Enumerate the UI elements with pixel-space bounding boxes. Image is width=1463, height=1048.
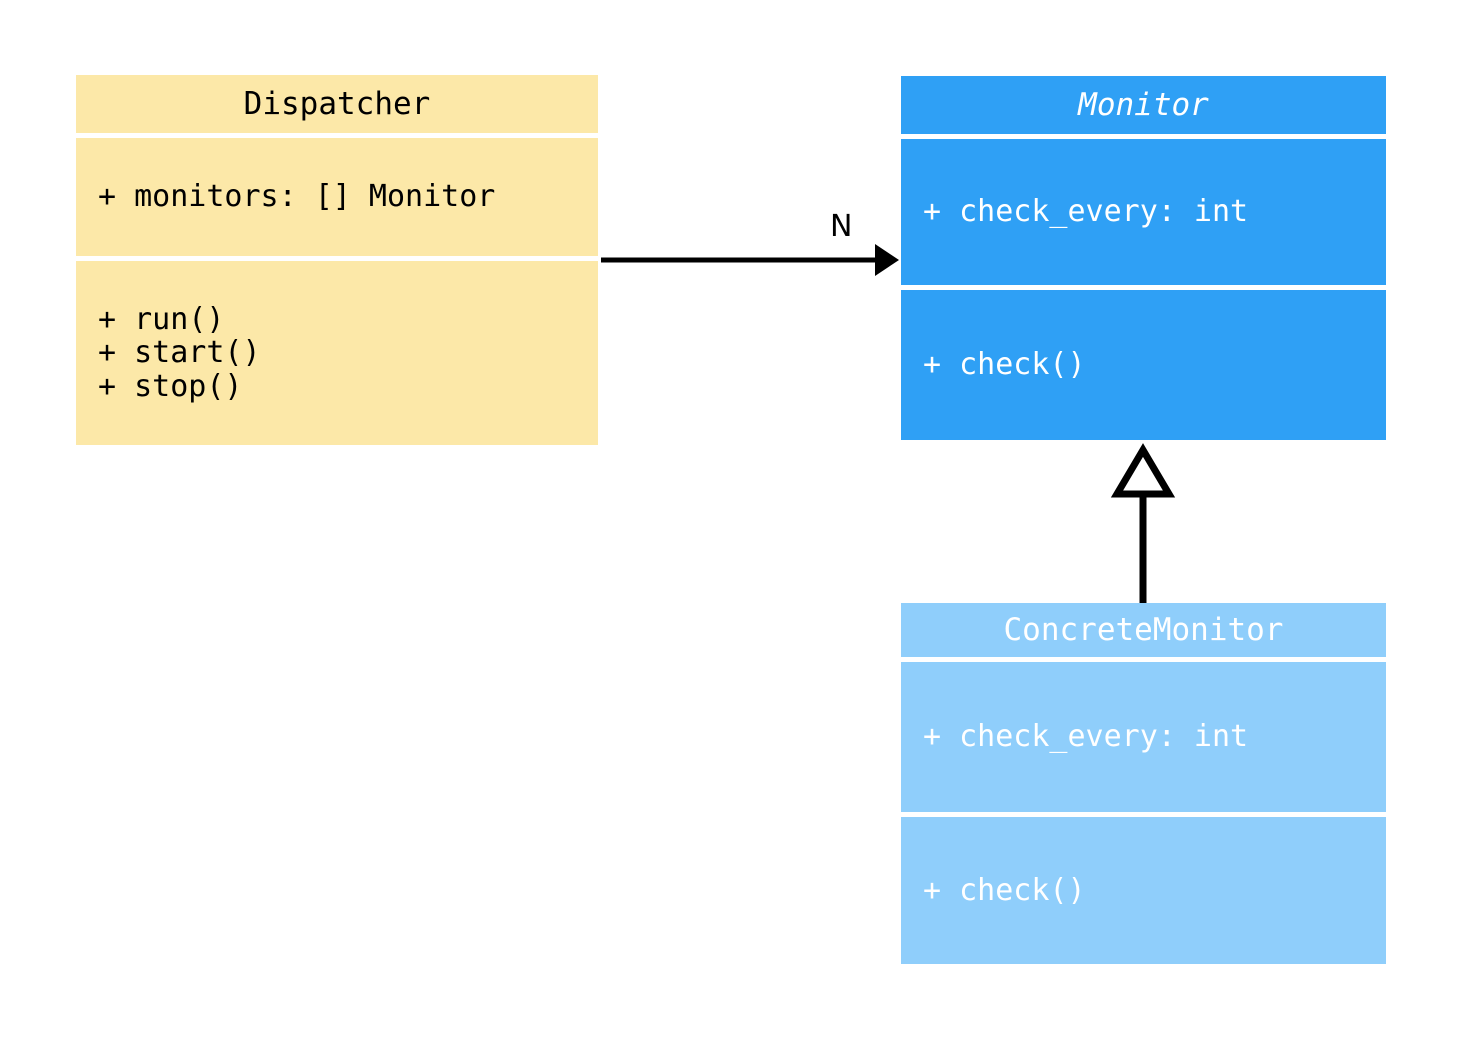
attribute-item: + check_every: int: [923, 194, 1249, 230]
attributes-compartment: + check_every: int: [901, 139, 1386, 285]
operation-item: + stop(): [98, 368, 243, 404]
compartment-divider: [76, 133, 598, 138]
operation-item: + check(): [923, 872, 1086, 908]
compartment-divider: [76, 256, 598, 261]
class-title-compartment: ConcreteMonitor: [901, 603, 1386, 657]
class-title-compartment: Dispatcher: [76, 75, 598, 133]
attribute-item: + monitors: [] Monitor: [98, 179, 496, 215]
filled-arrowhead-icon: [875, 244, 899, 276]
class-title-compartment: Monitor: [901, 76, 1386, 134]
operation-item: + run(): [98, 301, 225, 337]
compartment-divider: [901, 285, 1386, 290]
association-multiplicity-label: N: [830, 209, 853, 244]
generalization-concrete-monitor-to-monitor[interactable]: [1110, 443, 1176, 603]
operations-compartment: + check(): [901, 817, 1386, 964]
operation-item: + check(): [923, 347, 1086, 383]
compartment-divider: [901, 134, 1386, 139]
class-box-monitor[interactable]: Monitor + check_every: int + check(): [901, 76, 1386, 440]
operations-compartment: + check(): [901, 290, 1386, 440]
compartment-divider: [901, 812, 1386, 817]
attributes-compartment: + check_every: int: [901, 662, 1386, 812]
class-name-concrete-monitor: ConcreteMonitor: [1003, 611, 1284, 648]
class-name-monitor: Monitor: [1078, 86, 1209, 123]
association-dispatcher-to-monitor[interactable]: [601, 244, 899, 276]
hollow-triangle-arrowhead-icon: [1110, 443, 1176, 498]
operations-compartment: + run() + start() + stop(): [76, 261, 598, 445]
class-box-concrete-monitor[interactable]: ConcreteMonitor + check_every: int + che…: [901, 603, 1386, 968]
compartment-divider: [901, 657, 1386, 662]
attributes-compartment: + monitors: [] Monitor: [76, 138, 598, 256]
class-name-dispatcher: Dispatcher: [243, 85, 431, 122]
attribute-item: + check_every: int: [923, 719, 1249, 755]
operation-item: + start(): [98, 335, 261, 371]
class-box-dispatcher[interactable]: Dispatcher + monitors: [] Monitor + run(…: [76, 75, 598, 445]
